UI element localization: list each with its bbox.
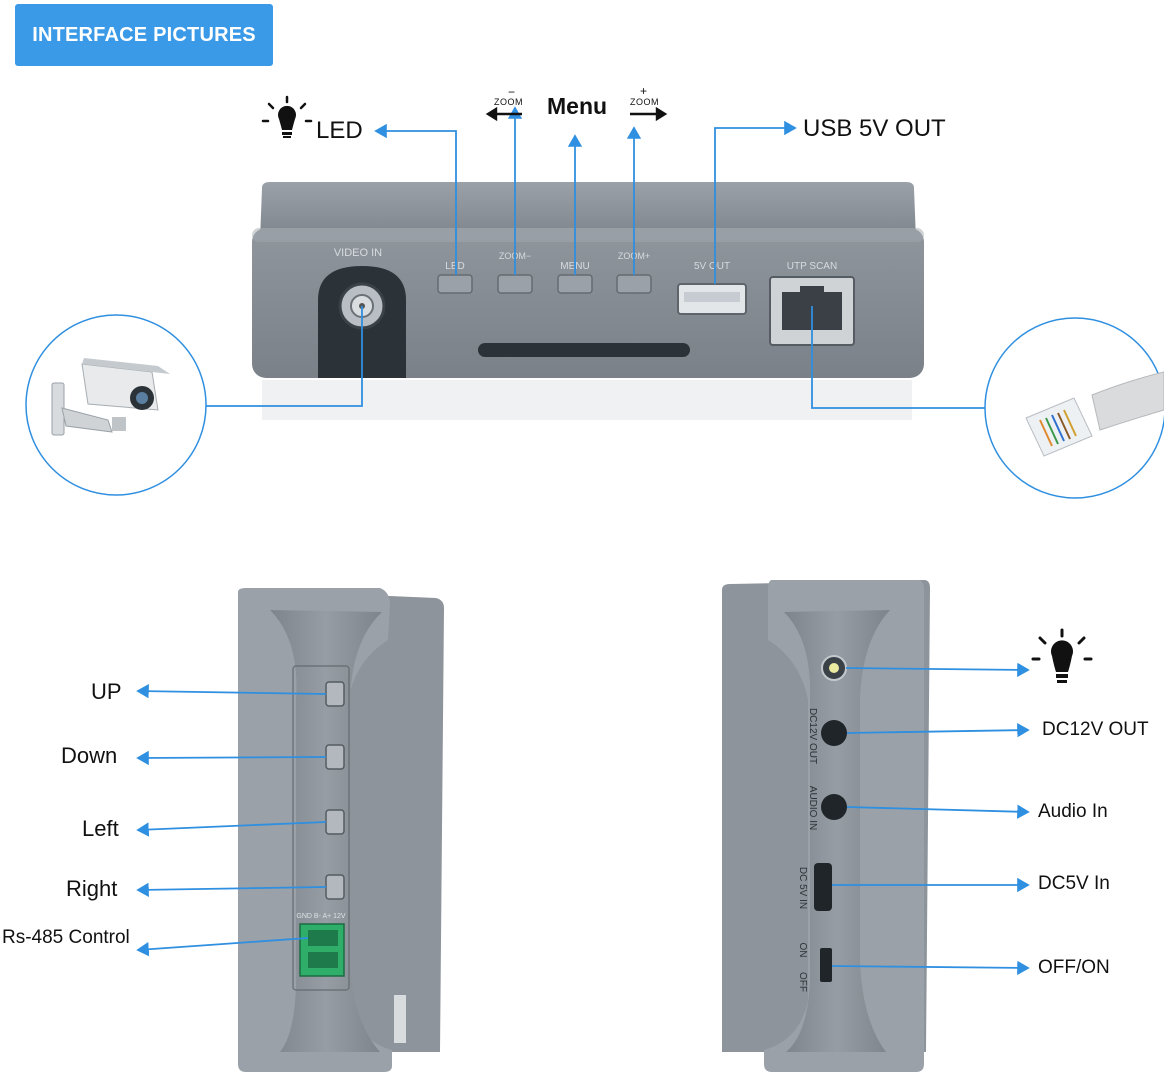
usb-5v-out-label: USB 5V OUT	[803, 115, 946, 142]
panel-audio-in-text: AUDIO IN	[807, 786, 818, 830]
network-cable-illustration	[984, 317, 1164, 499]
device-top-view: VIDEO IN LED ZOOM− MENU ZOOM+ 5V OUT UTP…	[252, 182, 924, 420]
down-label: Down	[61, 743, 118, 768]
interface-pictures-badge: INTERFACE PICTURES	[15, 4, 273, 66]
panel-led-text: LED	[445, 261, 464, 272]
right-leader-lines	[831, 662, 1030, 976]
audio-in-label: Audio In	[1038, 801, 1108, 822]
panel-dc12v-out-text: DC12V OUT	[807, 708, 818, 764]
off-on-label: OFF/ON	[1038, 957, 1110, 978]
device-left-side-view: GND B- A+ 12V	[238, 588, 444, 1072]
rs485-control-label: Rs-485 Control	[2, 927, 130, 948]
left-leader-lines	[136, 683, 327, 957]
menu-label: Menu	[547, 93, 608, 119]
zoom-minus-arrow-icon	[485, 106, 522, 122]
panel-utp-scan-text: UTP SCAN	[787, 261, 837, 272]
panel-off-text: OFF	[797, 972, 808, 992]
dc5v-in-label: DC5V In	[1038, 873, 1110, 894]
up-label: UP	[91, 679, 122, 704]
led-label: LED	[316, 117, 363, 144]
terminal-text: GND B- A+ 12V	[296, 913, 346, 920]
zoom-plus-label: ZOOM	[630, 97, 659, 107]
panel-5v-out-text: 5V OUT	[694, 261, 730, 272]
zoom-minus-label: ZOOM	[494, 97, 523, 107]
video-in-text: VIDEO IN	[334, 247, 382, 259]
camera-illustration	[25, 314, 207, 496]
zoom-minus-sign: −	[508, 85, 516, 99]
right-label: Right	[66, 876, 118, 901]
top-leader-lines	[205, 106, 987, 409]
device-right-side-view: DC12V OUT AUDIO IN DC 5V IN ON OFF	[722, 580, 930, 1072]
zoom-plus-arrow-icon	[630, 106, 668, 122]
left-label: Left	[82, 816, 119, 841]
zoom-plus-sign: +	[640, 84, 648, 98]
led-bulb-icon-side	[1031, 628, 1093, 683]
panel-dc5v-in-text: DC 5V IN	[797, 867, 808, 909]
dc12v-out-label: DC12V OUT	[1042, 719, 1149, 740]
led-bulb-icon-top	[261, 95, 313, 138]
panel-on-text: ON	[797, 943, 808, 958]
